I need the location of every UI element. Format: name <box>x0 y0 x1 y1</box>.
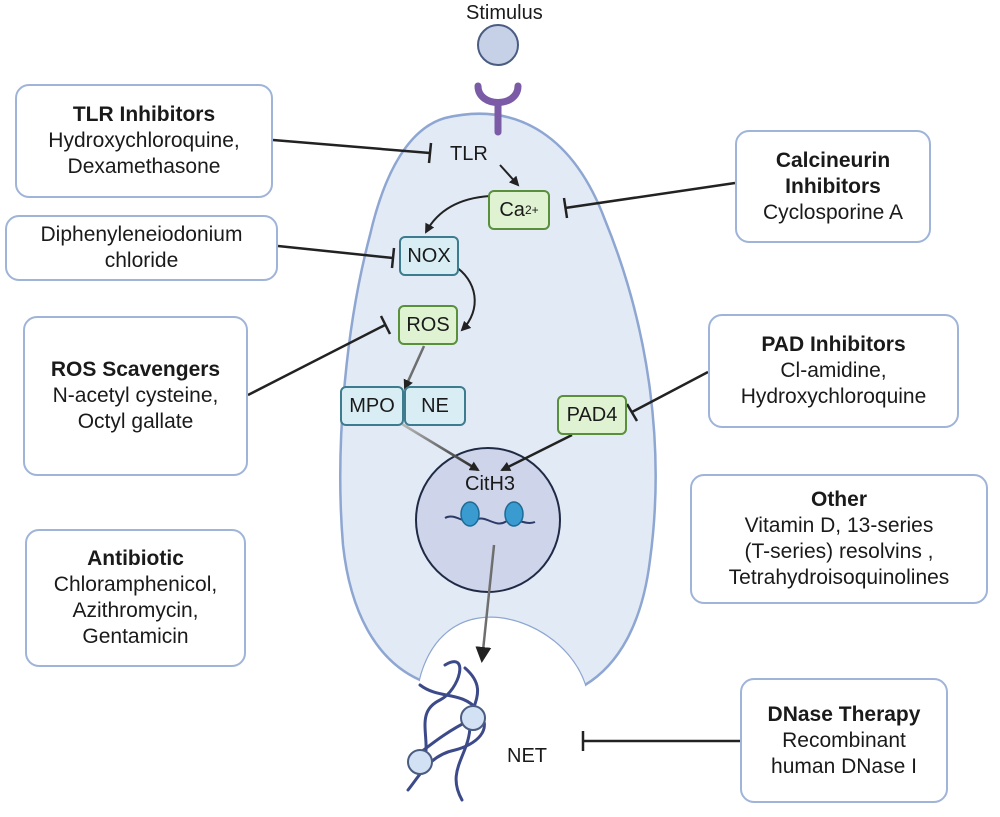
nox-label: NOX <box>407 244 451 267</box>
box-line: Recombinant <box>782 728 906 752</box>
box-line: Diphenyleneiodonium <box>40 223 243 246</box>
inhibit-tlr <box>272 138 433 164</box>
box-dnase-therapy: DNase Therapy Recombinant human DNase I <box>740 678 948 803</box>
calcium-charge: 2+ <box>524 203 539 217</box>
box-line: human DNase I <box>771 754 917 778</box>
box-pad-inhibitors: PAD Inhibitors Cl-amidine, Hydroxychloro… <box>708 314 959 428</box>
nucleosome-icon <box>460 501 480 527</box>
box-title-line2: Inhibitors <box>785 174 881 198</box>
stimulus-icon <box>477 24 519 66</box>
calcium-label: Ca <box>499 198 525 221</box>
inhibit-ros <box>247 315 392 397</box>
tlr-label: TLR <box>450 143 488 165</box>
box-title: Other <box>810 488 867 511</box>
receptor-icon <box>474 82 522 106</box>
box-title: PAD Inhibitors <box>761 333 906 356</box>
net-bead-icon <box>460 705 486 731</box>
ne-label: NE <box>421 394 449 417</box>
arrow-ros-to-mpo <box>403 345 426 390</box>
inhibit-net <box>581 731 740 751</box>
arrow-ca-to-nox <box>425 195 491 234</box>
cith3-label: CitH3 <box>465 473 516 495</box>
box-line: Dexamethasone <box>67 155 221 178</box>
box-line: Azithromycin, <box>72 599 199 622</box>
box-line: Vitamin D, 13-series <box>744 514 934 537</box>
box-antibiotic: Antibiotic Chloramphenicol, Azithromycin… <box>25 529 246 667</box>
box-line: Tetrahydroisoquinolines <box>728 566 950 589</box>
box-title: ROS Scavengers <box>50 358 221 381</box>
box-line: Chloramphenicol, <box>53 573 218 596</box>
box-line: Cyclosporine A <box>762 200 904 224</box>
box-dpi: Diphenyleneiodonium chloride <box>5 215 278 281</box>
node-ros: ROS <box>398 305 458 345</box>
box-title: Antibiotic <box>87 547 184 570</box>
box-line: Hydroxychloroquine <box>740 385 927 408</box>
arrow-nox-to-ros <box>452 264 476 332</box>
arrow-mpo-to-cith3 <box>401 422 480 472</box>
box-line: Cl-amidine, <box>780 359 887 382</box>
net-bead-icon <box>407 749 433 775</box>
mpo-label: MPO <box>349 394 395 417</box>
node-nox: NOX <box>399 236 459 276</box>
box-line: chloride <box>104 249 179 272</box>
box-ros-scavengers: ROS Scavengers N-acetyl cysteine, Octyl … <box>23 316 248 476</box>
inhibit-pad4 <box>625 370 709 422</box>
box-other: Other Vitamin D, 13-series (T-series) re… <box>690 474 988 604</box>
box-line: Gentamicin <box>82 625 189 648</box>
node-ne: NE <box>404 386 466 426</box>
inhibit-nox <box>277 244 396 269</box>
arrow-pad4-to-cith3 <box>500 433 573 472</box>
box-title: Calcineurin <box>775 148 891 172</box>
box-line: N-acetyl cysteine, <box>52 384 219 407</box>
stimulus-label: Stimulus <box>466 2 543 24</box>
box-title: TLR Inhibitors <box>72 103 216 126</box>
net-label: NET <box>507 745 547 767</box>
node-mpo: MPO <box>340 386 404 426</box>
pad4-label: PAD4 <box>566 403 618 426</box>
box-line: Octyl gallate <box>77 410 194 433</box>
box-line: Hydroxychloroquine, <box>48 129 240 152</box>
inhibit-calcineurin <box>562 181 736 219</box>
nucleosome-icon <box>504 501 524 527</box>
arrow-nucleus-to-net <box>475 544 496 663</box>
box-title: DNase Therapy <box>767 702 921 726</box>
box-calcineurin: Calcineurin Inhibitors Cyclosporine A <box>735 130 931 243</box>
node-pad4: PAD4 <box>557 395 627 435</box>
arrow-tlr-to-ca <box>499 164 520 187</box>
box-tlr-inhibitors: TLR Inhibitors Hydroxychloroquine, Dexam… <box>15 84 273 198</box>
ros-label: ROS <box>406 313 450 336</box>
cell-opening <box>420 617 585 700</box>
box-line: (T-series) resolvins , <box>744 540 934 563</box>
